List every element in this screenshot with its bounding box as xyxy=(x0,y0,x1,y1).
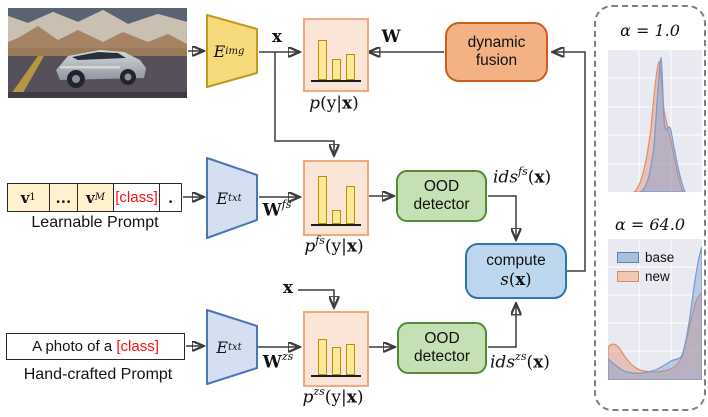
prob-bar xyxy=(332,210,341,224)
alpha-1-title: α = 1.0 xyxy=(620,21,680,40)
fused-prob-bars xyxy=(318,40,355,80)
ood-zs-line2: detector xyxy=(413,348,470,365)
prompt-cell-period: . xyxy=(159,184,181,211)
legend-item-base: base xyxy=(617,250,674,265)
dynamic-fusion-line2: fusion xyxy=(475,52,518,69)
prompt-cell-class: [class] xyxy=(112,184,159,211)
zs-prob-bars xyxy=(318,339,355,375)
ood-fs-line2: detector xyxy=(413,196,470,213)
compute-line2: s(x) xyxy=(500,269,532,289)
ood-zs-line1: OOD xyxy=(424,329,460,347)
fs-prob-baseline xyxy=(311,224,361,226)
compute-line1: compute xyxy=(486,251,546,269)
zs-prob-label: pzs(y|x) xyxy=(302,385,364,408)
prob-bar xyxy=(346,344,355,375)
learnable-prompt-caption: Learnable Prompt xyxy=(31,214,159,231)
fs-prob-box xyxy=(303,160,369,236)
fs-prob-label: pfs(y|x) xyxy=(304,234,364,257)
legend-label-base: base xyxy=(645,250,675,265)
arrow-x-branch-to-pzs xyxy=(298,289,334,307)
base-density-curve-1 xyxy=(639,56,686,192)
weight-zs-label: Wzs xyxy=(262,350,294,373)
dynamic-fusion-line1: dynamic xyxy=(467,33,526,51)
ood-detector-zs-node: OOD detector xyxy=(397,322,487,374)
feature-x-label-bottom: x xyxy=(282,278,294,298)
distribution-panel: α = 1.0 α = 64.0 xyxy=(594,5,706,411)
prob-bar xyxy=(332,59,341,80)
handcrafted-class-token: [class] xyxy=(116,338,159,355)
density-plot-alpha-64: base new xyxy=(608,239,702,380)
feature-x-label-top: x xyxy=(271,27,283,47)
car-photo-image xyxy=(8,8,187,98)
legend-swatch-new xyxy=(617,271,639,282)
handcrafted-prompt-caption: Hand-crafted Prompt xyxy=(23,366,173,383)
fs-prob-bars xyxy=(318,176,355,224)
car-photo-art xyxy=(8,8,187,98)
fused-weight-label: W xyxy=(381,27,401,47)
new-density-curve-1 xyxy=(632,61,684,192)
prob-bar xyxy=(332,347,341,375)
prob-bar xyxy=(318,40,327,80)
ids-fs-label: idsfs(x) xyxy=(493,165,552,188)
arrow-oodzs-to-compute xyxy=(488,304,516,348)
arrow-compute-to-fusion-feedback xyxy=(553,52,586,272)
handcrafted-prompt-text: A photo of a xyxy=(32,338,113,355)
ood-detector-fs-node: OOD detector xyxy=(396,170,487,222)
new-density-curve-64 xyxy=(608,292,702,380)
fused-prob-baseline xyxy=(311,80,361,82)
arrow-x-branch-to-pfs xyxy=(274,52,334,155)
dynamic-fusion-node: dynamic fusion xyxy=(445,22,548,82)
ids-zs-label: idszs(x) xyxy=(490,350,550,373)
prompt-cell-ellipsis: ... xyxy=(48,184,78,211)
handcrafted-prompt-box: A photo of a [class] xyxy=(6,333,185,360)
plot-legend: base new xyxy=(617,250,674,284)
legend-item-new: new xyxy=(617,269,674,284)
compute-score-node: compute s(x) xyxy=(465,243,567,299)
density-plot-alpha-1 xyxy=(608,50,702,192)
prob-bar xyxy=(346,186,355,224)
fused-prob-label: p(y|x) xyxy=(309,93,359,114)
fused-prob-box xyxy=(303,18,369,92)
zs-prob-box xyxy=(303,311,369,387)
legend-label-new: new xyxy=(645,269,670,284)
prob-bar xyxy=(346,54,355,80)
alpha-64-title: α = 64.0 xyxy=(614,215,685,234)
legend-swatch-base xyxy=(617,252,639,263)
prob-bar xyxy=(318,176,327,224)
ood-fs-line1: OOD xyxy=(423,177,460,195)
arrow-oodfs-to-compute xyxy=(488,195,516,239)
base-density-curve-64 xyxy=(608,246,702,380)
weight-fs-label: Wfs xyxy=(262,198,292,221)
zs-prob-baseline xyxy=(311,375,361,377)
prob-bar xyxy=(318,339,327,375)
